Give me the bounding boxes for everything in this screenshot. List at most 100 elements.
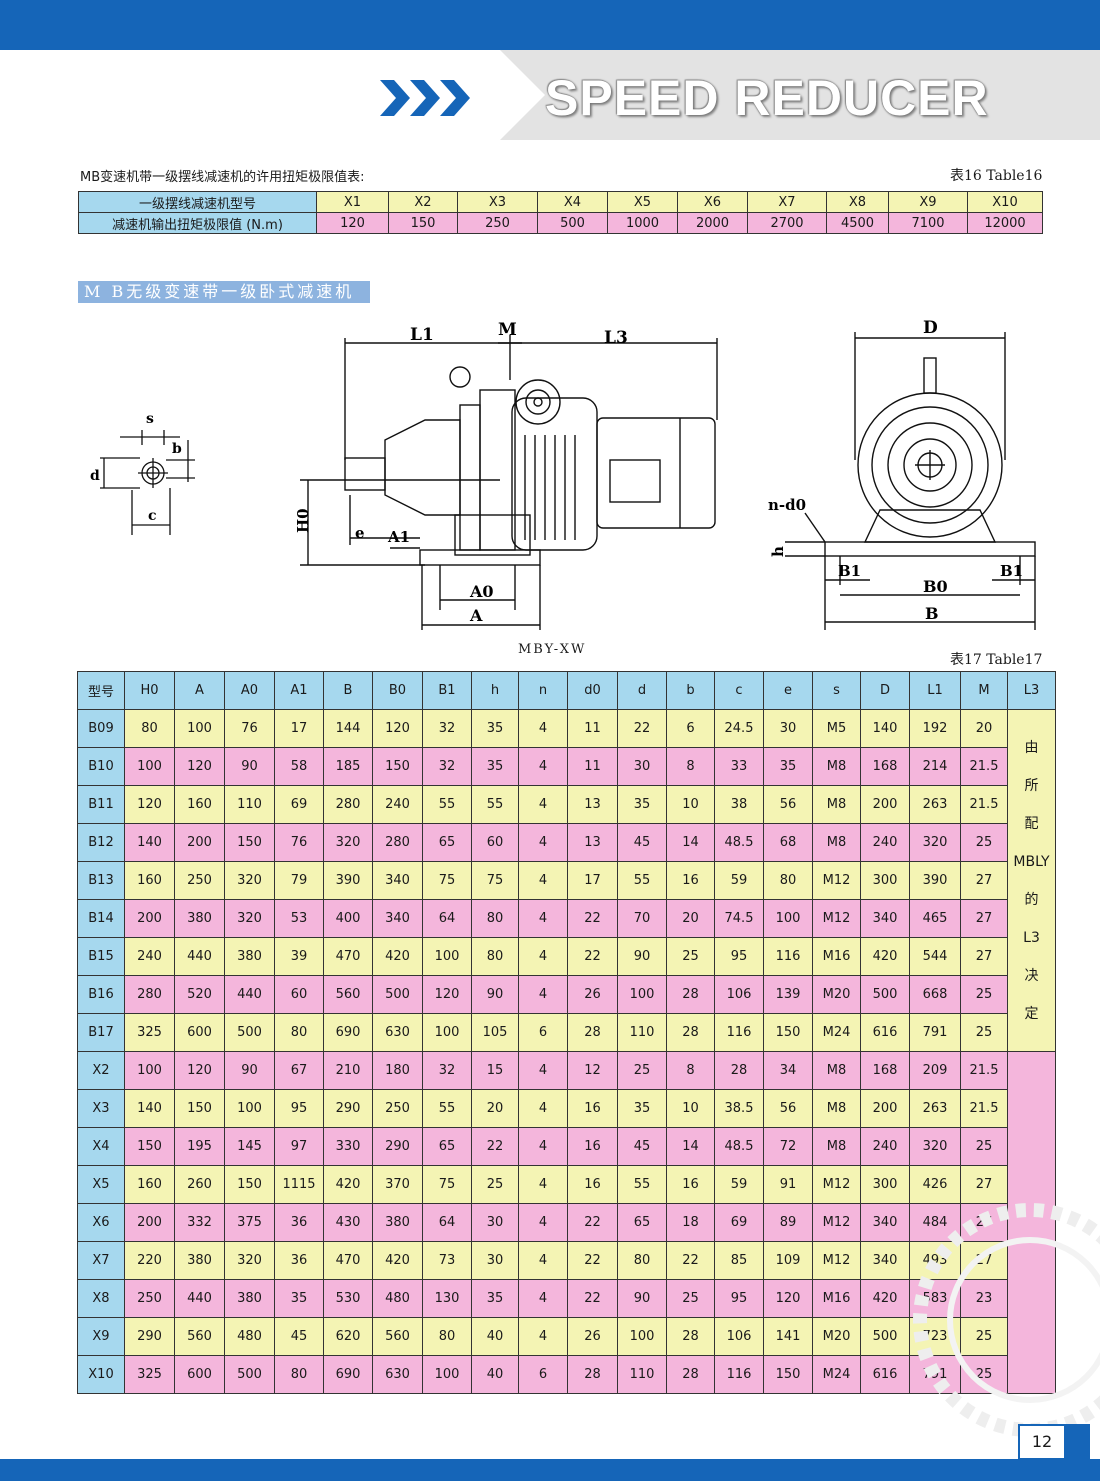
table17-value-cell: 85 xyxy=(714,1241,764,1280)
table17-value-cell: 55 xyxy=(471,785,519,824)
table17-value-cell: 95 xyxy=(714,1279,764,1318)
table17-value-cell: 80 xyxy=(274,1013,324,1052)
table17-value-cell: 13 xyxy=(567,785,618,824)
l3-empty-cell xyxy=(1007,1051,1056,1394)
label-b1-left: B1 xyxy=(838,562,861,580)
table17-value-cell: 290 xyxy=(323,1089,373,1128)
table17-value-cell: 56 xyxy=(763,785,813,824)
table17-value-cell: 26 xyxy=(567,975,618,1014)
table17-value-cell: 27 xyxy=(960,861,1008,900)
table17-model-cell: X9 xyxy=(77,1317,125,1356)
table17-value-cell: 25 xyxy=(471,1165,519,1204)
section-title: M B无级变速带一级卧式减速机 xyxy=(78,281,370,303)
table17-header-cell: A1 xyxy=(274,671,324,710)
table17-value-cell: 55 xyxy=(617,861,667,900)
table17-value-cell: 200 xyxy=(174,823,225,862)
table16-torque-cell: 500 xyxy=(537,212,608,234)
label-l3: L3 xyxy=(604,328,628,348)
table17-value-cell: 80 xyxy=(422,1317,472,1356)
table17-value-cell: 4 xyxy=(518,861,568,900)
table17-value-cell: 630 xyxy=(372,1355,423,1394)
table17-value-cell: 75 xyxy=(422,861,472,900)
table17-value-cell: M12 xyxy=(812,899,861,938)
table17-value-cell: 250 xyxy=(372,1089,423,1128)
table17-value-cell: M8 xyxy=(812,747,861,786)
table17-value-cell: 500 xyxy=(224,1355,275,1394)
table17-value-cell: 80 xyxy=(471,899,519,938)
table17-value-cell: M24 xyxy=(812,1355,861,1394)
table17-value-cell: 36 xyxy=(274,1203,324,1242)
table17-value-cell: 375 xyxy=(224,1203,275,1242)
table17-value-cell: 34 xyxy=(763,1051,813,1090)
table17-header-cell: A0 xyxy=(224,671,275,710)
table16-torque-cell: 120 xyxy=(316,212,389,234)
table17-value-cell: 690 xyxy=(323,1355,373,1394)
table16-model-cell: X10 xyxy=(967,191,1043,213)
table17-model-cell: X10 xyxy=(77,1355,125,1394)
table17-value-cell: 250 xyxy=(124,1279,175,1318)
table17-value-cell: 100 xyxy=(763,899,813,938)
table17-value-cell: 280 xyxy=(124,975,175,1014)
table17-value-cell: 35 xyxy=(471,747,519,786)
table16-torque-cell: 7100 xyxy=(888,212,968,234)
table17-header-cell: L3 xyxy=(1007,671,1056,710)
table16-model-cell: X3 xyxy=(457,191,538,213)
table17-value-cell: 60 xyxy=(274,975,324,1014)
table16-torque-cell: 150 xyxy=(388,212,458,234)
table17-value-cell: 200 xyxy=(124,1203,175,1242)
table17-value-cell: 97 xyxy=(274,1127,324,1166)
table17-header-cell: L1 xyxy=(909,671,961,710)
table17-value-cell: 30 xyxy=(471,1241,519,1280)
table17-value-cell: 240 xyxy=(860,823,910,862)
table17-value-cell: 280 xyxy=(372,823,423,862)
label-n-d0: n-d0 xyxy=(768,496,806,514)
table17-value-cell: 500 xyxy=(372,975,423,1014)
table17-value-cell: 150 xyxy=(372,747,423,786)
table17-value-cell: 4 xyxy=(518,1203,568,1242)
table17-value-cell: 430 xyxy=(323,1203,373,1242)
table17-value-cell: 100 xyxy=(224,1089,275,1128)
table17-value-cell: 470 xyxy=(323,1241,373,1280)
table16-model-cell: X1 xyxy=(316,191,389,213)
table16-model-cell: X5 xyxy=(607,191,678,213)
table17-value-cell: 145 xyxy=(224,1127,275,1166)
table17-value-cell: 332 xyxy=(174,1203,225,1242)
table17-value-cell: 300 xyxy=(860,861,910,900)
table17-value-cell: 22 xyxy=(471,1127,519,1166)
table17-value-cell: 16 xyxy=(666,1165,715,1204)
table17-value-cell: 75 xyxy=(422,1165,472,1204)
table17-value-cell: 380 xyxy=(372,1203,423,1242)
table17-value-cell: 22 xyxy=(617,709,667,748)
table17-value-cell: 106 xyxy=(714,975,764,1014)
table17-value-cell: 100 xyxy=(124,1051,175,1090)
table16-model-cell: X9 xyxy=(888,191,968,213)
table17-value-cell: 28 xyxy=(666,1013,715,1052)
table17-value-cell: 100 xyxy=(617,1317,667,1356)
table17-value-cell: 22 xyxy=(567,1279,618,1318)
table17-value-cell: 480 xyxy=(372,1279,423,1318)
table17-value-cell: 15 xyxy=(471,1051,519,1090)
table17-value-cell: 200 xyxy=(860,1089,910,1128)
table17-value-cell: 668 xyxy=(909,975,961,1014)
table17-value-cell: 76 xyxy=(274,823,324,862)
table17-value-cell: 11 xyxy=(567,747,618,786)
table17-value-cell: 220 xyxy=(124,1241,175,1280)
label-e: e xyxy=(355,524,365,542)
table17-value-cell: 64 xyxy=(422,1203,472,1242)
table17-value-cell: 45 xyxy=(617,823,667,862)
table17-model-cell: B16 xyxy=(77,975,125,1014)
table17-value-cell: 141 xyxy=(763,1317,813,1356)
table17-value-cell: 420 xyxy=(372,937,423,976)
table17-value-cell: 130 xyxy=(422,1279,472,1318)
shaft-section-view xyxy=(100,430,195,535)
table17-value-cell: 73 xyxy=(422,1241,472,1280)
label-h: h xyxy=(769,546,787,557)
table17-value-cell: M8 xyxy=(812,1089,861,1128)
bottom-blue-bar xyxy=(0,1459,1100,1481)
table17-value-cell: 140 xyxy=(124,823,175,862)
table17-value-cell: 64 xyxy=(422,899,472,938)
